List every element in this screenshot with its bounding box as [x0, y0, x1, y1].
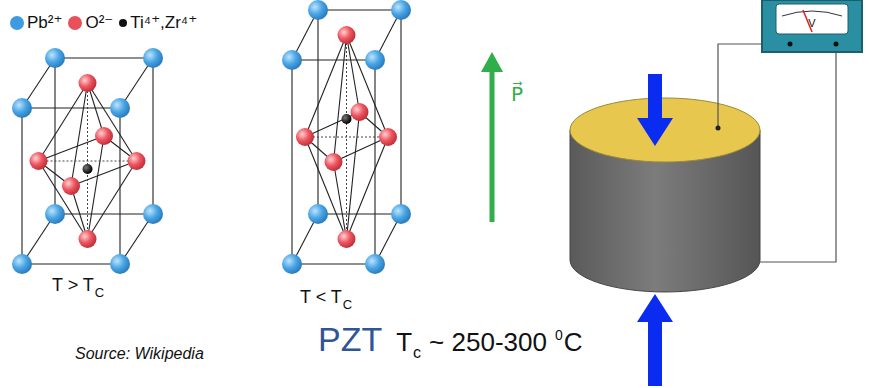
octahedron-edge — [39, 136, 105, 161]
pb-ion — [282, 50, 302, 70]
pb-ion — [365, 254, 385, 274]
octahedron-edge — [305, 137, 347, 239]
octahedron-edge — [71, 161, 137, 186]
o-ion — [325, 153, 343, 171]
label-group: T < TC — [300, 288, 352, 306]
phase-label: T < T — [300, 288, 342, 306]
cell-edge — [55, 57, 153, 58]
legend-item: O²⁻ — [68, 14, 113, 31]
terminal — [788, 42, 793, 47]
legend-swatch — [119, 19, 127, 27]
legend-swatch — [68, 16, 82, 30]
dial-scale — [782, 11, 842, 16]
pb-ion — [308, 204, 328, 224]
cell-edge — [291, 60, 292, 264]
cell-edge — [152, 58, 153, 214]
superscript: 0 — [555, 328, 563, 342]
octahedron-edge — [88, 161, 137, 239]
o-ion — [351, 103, 369, 121]
cell-edge — [318, 9, 401, 10]
legend-swatch — [10, 16, 24, 30]
octahedron-edge — [88, 83, 137, 161]
wire — [760, 44, 836, 262]
cell-edge — [22, 263, 120, 264]
octahedron-edge — [347, 35, 360, 112]
unit: C — [564, 329, 583, 355]
voltmeter — [762, 0, 862, 52]
o-ion — [128, 152, 146, 170]
legend: Pb²⁺ O²⁻ Ti⁴⁺,Zr⁴⁺ — [10, 14, 203, 31]
octahedron-edge — [88, 136, 105, 239]
polarization-symbol: P⃗ — [511, 84, 523, 104]
pb-ion — [282, 254, 302, 274]
pb-ion — [45, 204, 65, 224]
cell-edge — [318, 213, 401, 214]
pb-ion — [110, 254, 130, 274]
meter-symbol: V — [808, 18, 815, 29]
label-group: T > TC — [52, 276, 104, 294]
meter-dial — [776, 4, 848, 34]
octahedron-edge — [334, 162, 347, 239]
o-ion — [79, 74, 97, 92]
force-arrow — [637, 74, 673, 146]
pb-ion — [110, 98, 130, 118]
arrow-head — [481, 52, 503, 72]
pb-ion — [143, 48, 163, 68]
o-ion — [379, 128, 397, 146]
octahedron-edge — [347, 35, 389, 137]
legend-text: Ti⁴⁺,Zr⁴⁺ — [130, 14, 197, 31]
contact-dot — [716, 126, 721, 131]
o-ion — [296, 128, 314, 146]
cell-edge — [317, 10, 318, 214]
material-name: PZT — [318, 322, 382, 356]
octahedron-edge — [334, 35, 347, 162]
legend-item: Pb²⁺ — [10, 14, 62, 31]
temperature-label: T — [396, 329, 412, 355]
polarization-arrow — [490, 70, 495, 222]
o-ion — [79, 230, 97, 248]
pb-ion — [391, 204, 411, 224]
pb-ion — [12, 98, 32, 118]
pb-ion — [45, 48, 65, 68]
phase-label: T > T — [52, 276, 94, 294]
pb-ion — [365, 50, 385, 70]
label-group: PZTTc~ 250-3000C — [318, 322, 583, 356]
legend-text: Pb²⁺ — [27, 14, 62, 31]
cell-edge — [292, 263, 375, 264]
cubic-cell — [12, 48, 163, 274]
cell-edge — [400, 10, 401, 214]
axis-line — [39, 161, 137, 162]
legend-text: O²⁻ — [85, 14, 113, 31]
source-note: Source: Wikipedia — [75, 346, 204, 362]
cell-edge — [374, 60, 375, 264]
subscript: C — [343, 298, 352, 311]
terminal — [834, 42, 839, 47]
cell-edge — [292, 59, 375, 60]
o-ion — [30, 152, 48, 170]
o-ion — [62, 177, 80, 195]
octahedron-edge — [347, 137, 389, 239]
temperature-range: ~ 250-300 — [429, 329, 547, 355]
octahedron-edge — [39, 83, 88, 161]
octahedron-edge — [305, 35, 347, 137]
tetragonal-cell — [282, 0, 411, 274]
pb-ion — [391, 0, 411, 20]
o-ion — [338, 230, 356, 248]
ti-ion — [342, 114, 352, 124]
force-arrow — [637, 294, 673, 386]
o-ion — [338, 26, 356, 44]
pb-ion — [308, 0, 328, 20]
subscript: c — [413, 345, 421, 361]
subscript: C — [95, 286, 104, 299]
o-ion — [95, 127, 113, 145]
pb-ion — [143, 204, 163, 224]
axis-line — [305, 137, 388, 138]
ti-ion — [83, 164, 93, 174]
cell-edge — [21, 108, 22, 264]
wire — [718, 44, 790, 128]
legend-item: Ti⁴⁺,Zr⁴⁺ — [119, 14, 197, 31]
octahedron-edge — [347, 112, 360, 239]
octahedron-edge — [39, 161, 88, 239]
pb-ion — [12, 254, 32, 274]
